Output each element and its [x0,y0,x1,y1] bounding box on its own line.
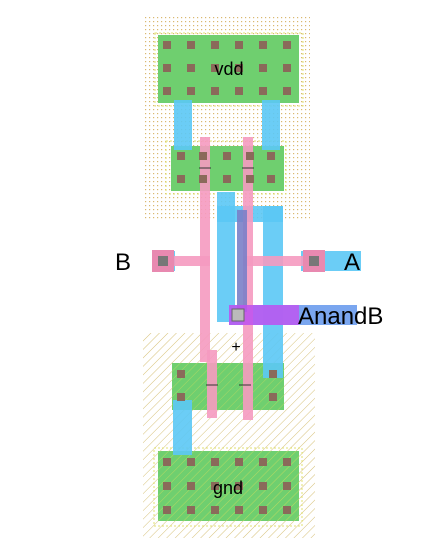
input-a-label: A [344,249,360,276]
gnd-tap-hatch [158,451,299,521]
metal1-output-vertical-left [217,192,235,322]
pmos-contact [246,175,254,183]
gnd-contact [235,458,243,466]
vdd-contact [283,87,291,95]
poly-gate-a-horizontal [243,256,315,266]
gnd-contact [235,482,243,490]
metal2-overlap [237,210,247,312]
pmos-contact [223,175,231,183]
vdd-contact [211,64,219,72]
pmos-contact [199,175,207,183]
vdd-tap-outline [154,32,304,107]
vdd-contact [187,87,195,95]
poly-gate-b-lower [207,350,217,418]
pmos-contact [223,152,231,160]
nmos-contact [269,393,277,401]
contact-array [163,41,291,514]
vdd-contact [211,41,219,49]
input-b-pin-core [158,256,168,266]
gnd-contact [283,506,291,514]
gnd-tap-outline [153,447,303,527]
nmos-contact [177,370,185,378]
pmos-contact [177,175,185,183]
gnd-contact [187,458,195,466]
nmos-contact [269,370,277,378]
pmos-contact [246,152,254,160]
nmos-contact [177,393,185,401]
gnd-contact [211,458,219,466]
vdd-contact [187,41,195,49]
gnd-contact [163,482,171,490]
gnd-contact [187,506,195,514]
metal2-output [229,305,299,325]
metal1-output-vertical-right [263,206,283,378]
gnd-label: gnd [213,478,243,498]
metal2-output-edge [299,305,357,325]
gnd-contact [283,458,291,466]
metal1-gnd-strap [173,400,192,455]
output-pin-via [231,308,245,322]
pmos-contact [199,152,207,160]
vdd-contact [211,87,219,95]
vdd-contact [163,64,171,72]
origin-marker: + [231,339,240,356]
vdd-contact [283,64,291,72]
input-b-label: B [115,249,131,276]
gnd-contact [211,506,219,514]
poly-gate-b-vertical [200,137,210,362]
vdd-tap-diffusion [158,35,299,103]
poly-gate-b-horizontal [162,256,210,266]
input-a-pin-core [309,256,319,266]
output-label: AnandB [298,303,383,330]
gnd-contact [259,506,267,514]
vdd-contact [235,41,243,49]
vdd-contact [283,41,291,49]
gnd-contact [283,482,291,490]
gnd-contact [235,506,243,514]
vdd-contact [259,64,267,72]
vdd-contact [163,87,171,95]
vdd-label: vdd [214,59,243,79]
vdd-contact [235,64,243,72]
vdd-contact [259,87,267,95]
gnd-contact [211,482,219,490]
vdd-contact [187,64,195,72]
gnd-contact [163,458,171,466]
gnd-contact [163,506,171,514]
gnd-contact [259,482,267,490]
gnd-contact [187,482,195,490]
pmos-contact [177,152,185,160]
metal1-vdd-strap-right [262,100,280,150]
poly-gate-a-vertical [243,137,253,420]
vdd-contact [163,41,171,49]
pmos-contact [267,152,275,160]
vdd-contact [235,87,243,95]
gnd-contact [259,458,267,466]
pmos-contact [267,175,275,183]
metal1-vdd-strap-left [174,100,192,150]
vdd-contact [259,41,267,49]
